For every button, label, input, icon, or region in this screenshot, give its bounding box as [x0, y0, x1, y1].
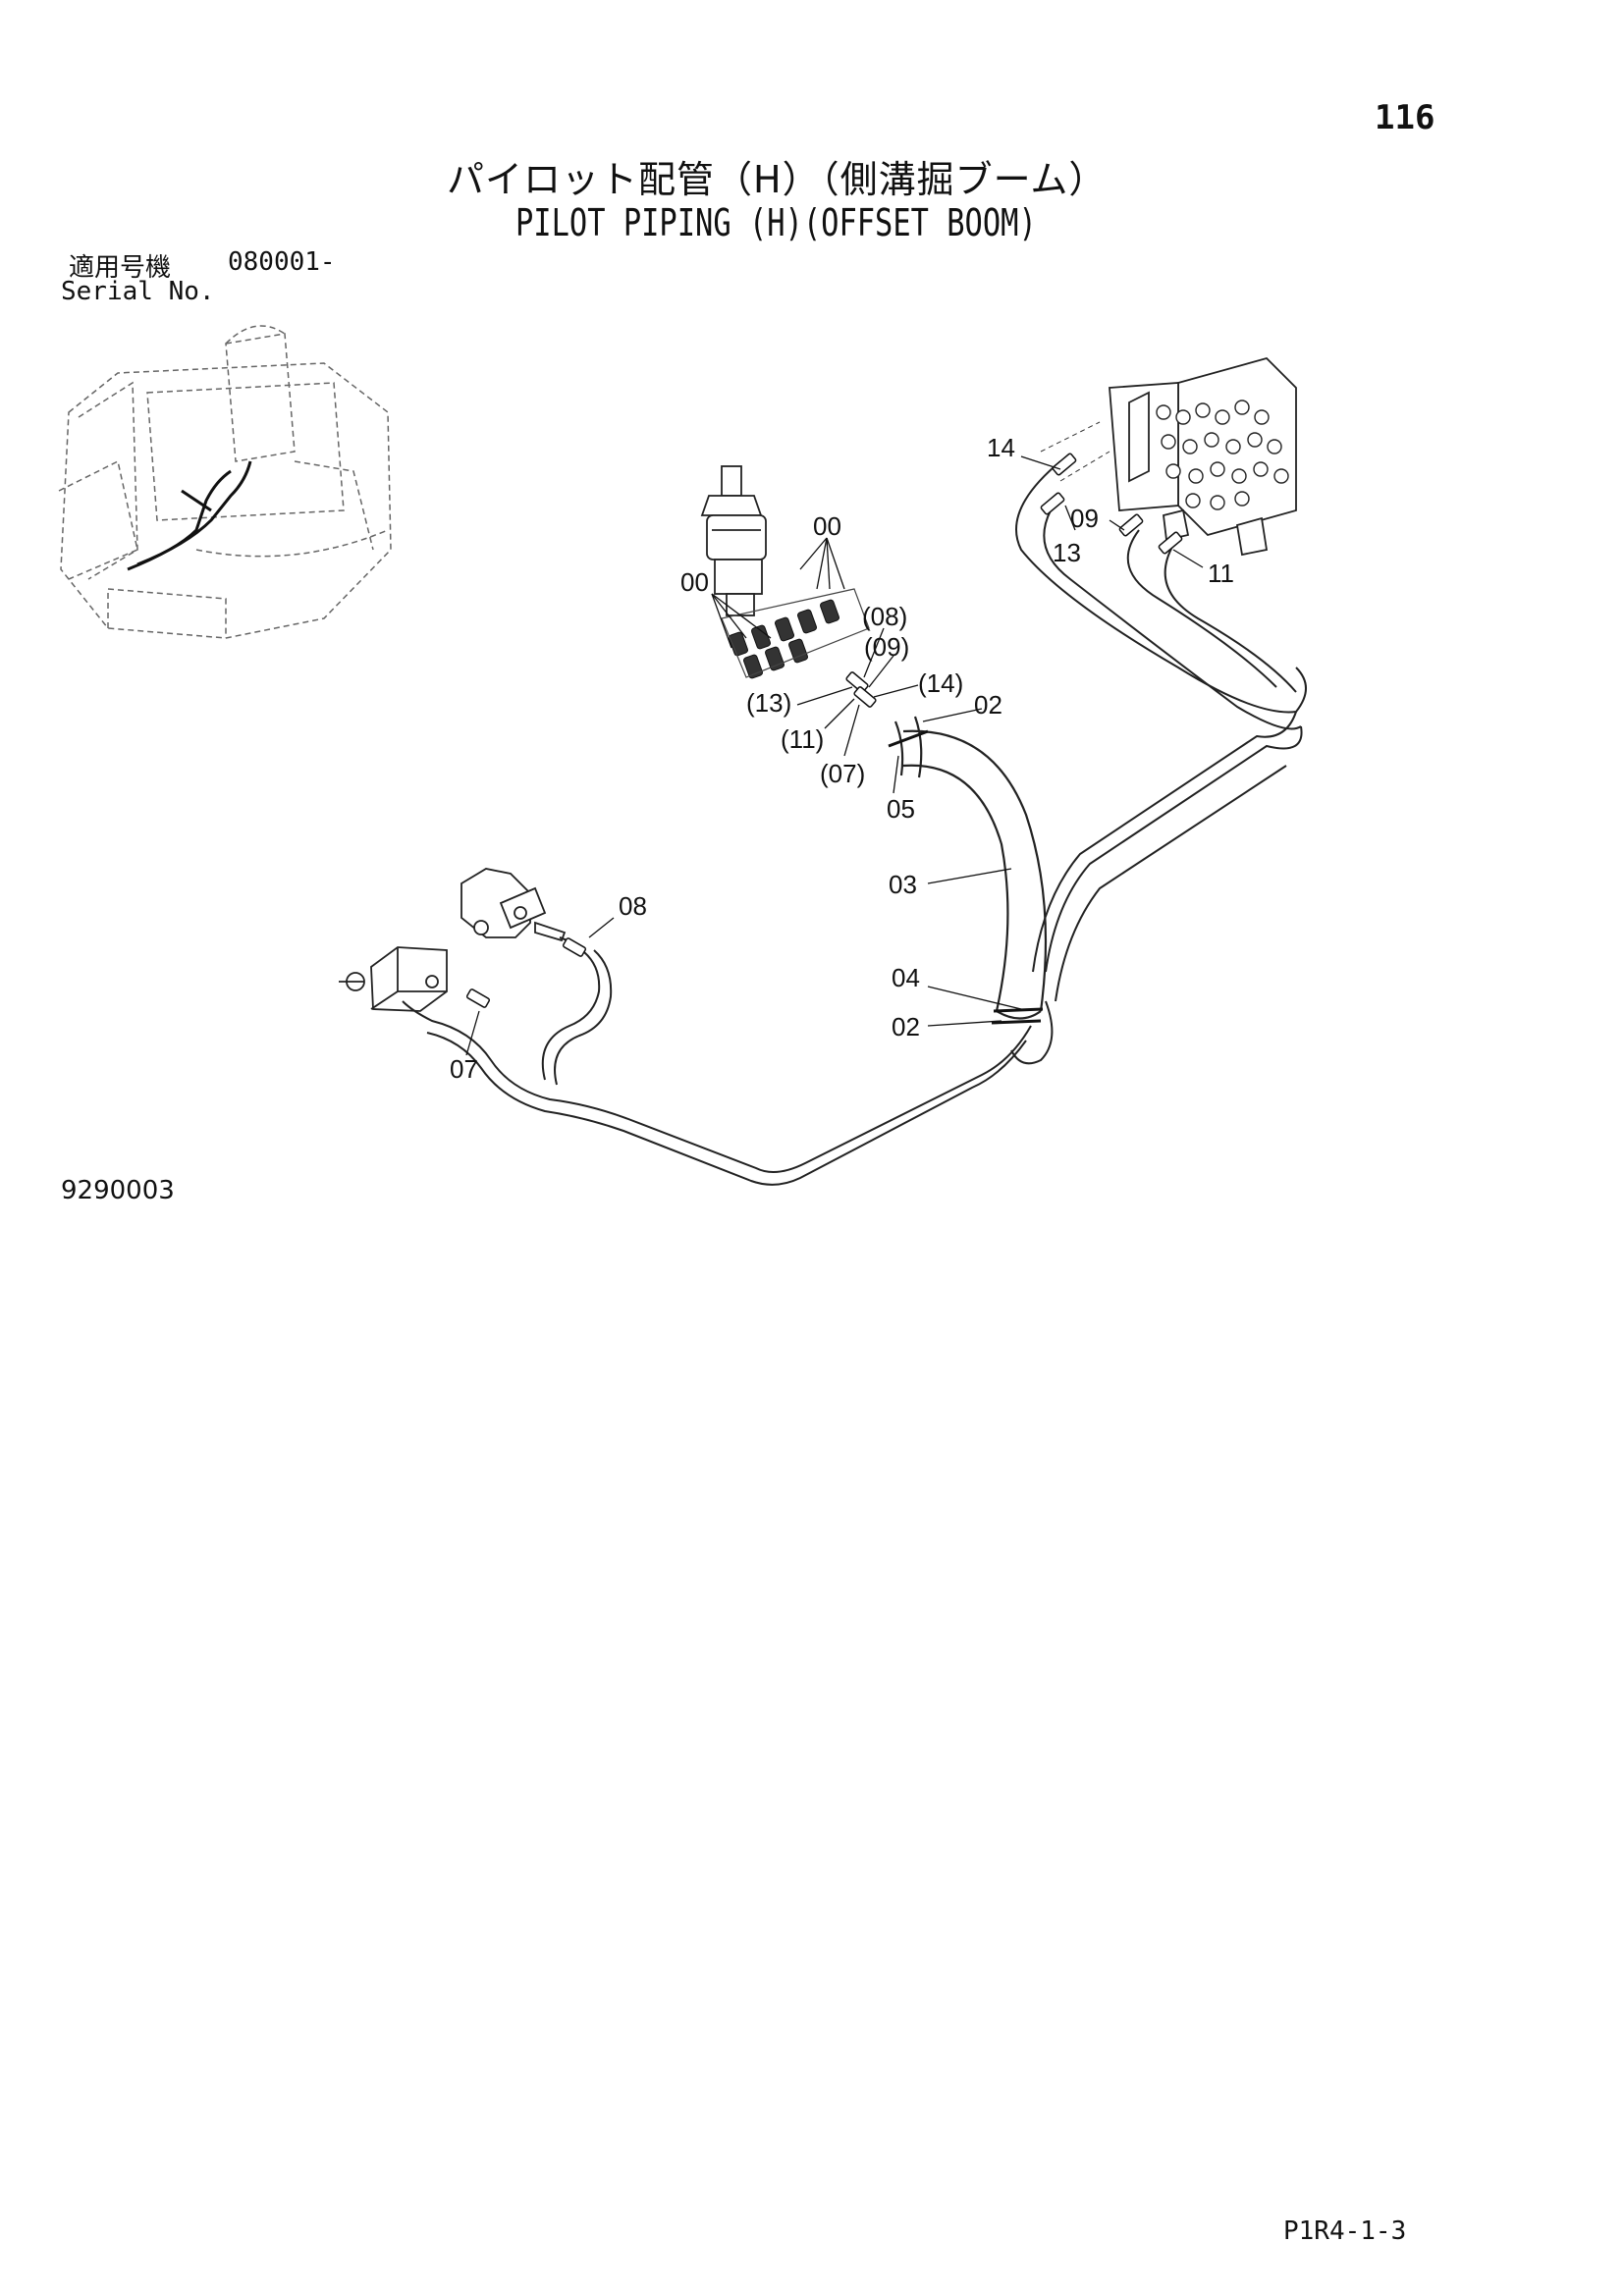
callout-14-ref: (14) [918, 668, 963, 698]
shuttle-valve [339, 946, 448, 1012]
excavator-locator-inset [58, 325, 392, 639]
page-number: 116 [1375, 98, 1435, 137]
figure-code: 9290003 [61, 1176, 175, 1205]
callout-14: 14 [987, 433, 1015, 462]
pilot-valve [700, 465, 767, 616]
callout-08: 08 [619, 891, 647, 921]
callout-04: 04 [892, 963, 920, 992]
protective-hose-sleeve [893, 716, 1048, 1020]
page-title-japanese: パイロット配管（H）（側溝掘ブーム） [447, 158, 1108, 201]
callout-leader-lines [465, 455, 1204, 1056]
hose-end-fittings [465, 453, 1183, 1008]
serial-number-value: 080001- [228, 247, 336, 277]
callout-07: 07 [450, 1054, 478, 1084]
page-reference: P1R4-1-3 [1283, 2216, 1407, 2246]
valve-port-leader [1040, 421, 1110, 482]
callout-07-ref: (07) [820, 759, 865, 788]
control-valve-ports [1156, 400, 1289, 510]
callout-00-upper: 00 [813, 511, 841, 541]
hose-bundle-lower [402, 936, 1054, 1186]
callout-02-upper: 02 [974, 690, 1002, 720]
callout-08-ref: (08) [862, 602, 907, 631]
callout-13: 13 [1053, 538, 1081, 567]
callout-11: 11 [1208, 559, 1234, 588]
callout-13-ref: (13) [746, 688, 791, 718]
pedal-valve [460, 868, 567, 942]
callout-00-lower: 00 [680, 567, 709, 597]
locator-highlighted-hoses [127, 460, 252, 571]
page-title-english: PILOT PIPING (H)(OFFSET BOOM) [515, 201, 1037, 244]
pilot-valve-base-plate [721, 588, 870, 678]
callout-11-ref: (11) [781, 724, 824, 754]
callout-02-lower: 02 [892, 1012, 920, 1041]
callout-09-ref: (09) [864, 632, 909, 662]
callout-03: 03 [889, 870, 917, 899]
callout-05: 05 [887, 794, 915, 824]
callout-09: 09 [1070, 504, 1099, 533]
hose-bundle-upper [1015, 460, 1307, 1002]
clamp-bands [888, 729, 1044, 1025]
serial-label-japanese: 適用号機 [69, 253, 172, 283]
serial-label-english: Serial No. [61, 277, 215, 306]
callout-labels: 00 00 (08) (09) (14) (13) (11) (07) 02 0… [450, 433, 1234, 1084]
